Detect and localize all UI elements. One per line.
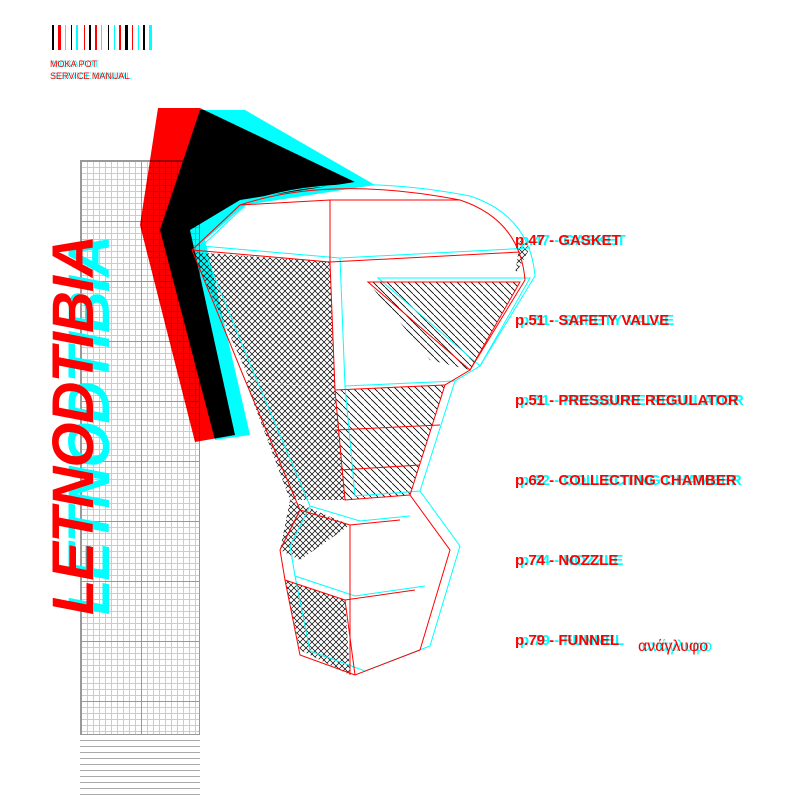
- barcode-bar: [114, 25, 115, 50]
- barcode-bar: [84, 25, 85, 50]
- handle-red: [140, 108, 355, 442]
- subtitle-line-1: MOKA POT: [50, 59, 98, 69]
- part-label-collecting-chamber: p.62 - COLLECTING CHAMBER: [515, 472, 737, 489]
- part-label-pressure-regulator: p.51 - PRESSURE REGULATOR: [515, 392, 739, 409]
- barcode-bar: [71, 25, 72, 50]
- barcode: [52, 25, 152, 50]
- ruled-lines: [80, 740, 200, 800]
- pot-hatching: [192, 240, 530, 675]
- part-label-gasket: p.47 - GASKET: [515, 232, 621, 249]
- part-label-funnel: p.79 - FUNNEL: [515, 632, 620, 649]
- barcode-bar: [101, 25, 102, 50]
- vertical-title: LETNODTIBIA: [41, 236, 106, 615]
- barcode-bar: [76, 25, 78, 50]
- subtitle: MOKA POT SERVICE MANUAL: [50, 58, 129, 82]
- barcode-bar: [119, 25, 121, 50]
- barcode-bar: [52, 25, 54, 50]
- barcode-bar: [132, 25, 133, 50]
- pot-outline-red: [191, 188, 526, 676]
- pot-outline-cyan: [201, 184, 536, 672]
- barcode-bar: [108, 25, 109, 50]
- barcode-bar: [138, 25, 139, 50]
- part-label-safety-valve: p.51 - SAFETY VALVE: [515, 312, 670, 329]
- barcode-bar: [95, 25, 97, 50]
- barcode-bar: [89, 25, 91, 50]
- caption: ανάγλυφο: [638, 638, 709, 655]
- barcode-bar: [149, 25, 152, 50]
- barcode-bar: [65, 25, 66, 50]
- barcode-bar: [125, 25, 128, 50]
- barcode-bar: [58, 25, 61, 50]
- part-label-nozzle: p.74 - NOZZLE: [515, 552, 619, 569]
- barcode-bar: [143, 25, 145, 50]
- subtitle-line-2: SERVICE MANUAL: [50, 71, 130, 81]
